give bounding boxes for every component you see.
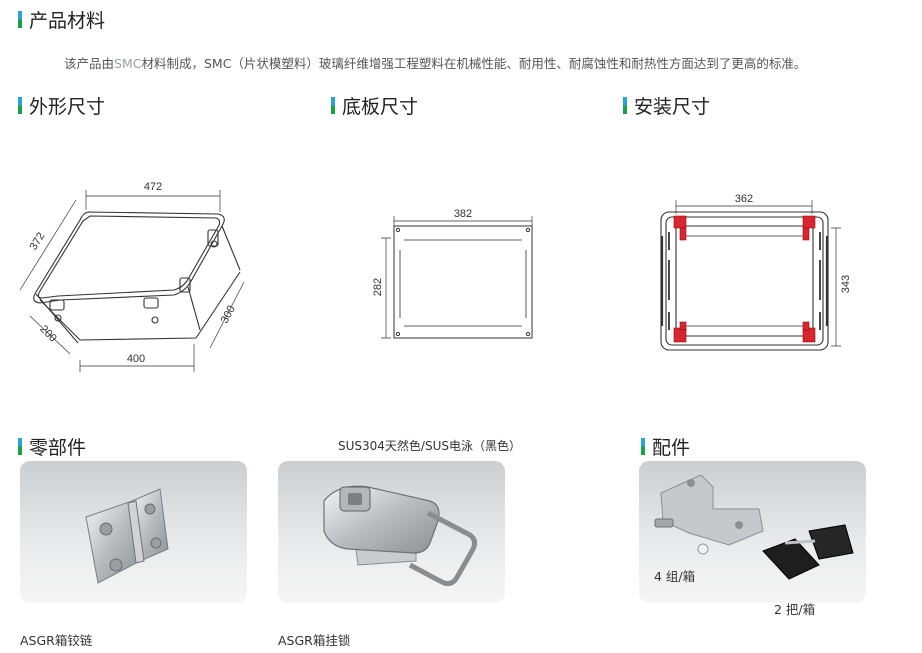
hinge-caption: ASGR箱铰链 [20, 633, 93, 648]
key-quantity: 2 把/箱 [774, 602, 816, 617]
mounting-width-label: 362 [735, 193, 753, 205]
heading-bar-icon [623, 97, 627, 114]
latch-card [278, 461, 505, 603]
latch-caption: ASGR箱挂锁 [278, 633, 351, 648]
heading-bar-icon [18, 97, 22, 114]
material-intro: 该产品由SMC材料制成，SMC（片状模塑料）玻璃纤维增强工程塑料在机械性能、耐用… [64, 56, 807, 71]
accessories-image [654, 474, 854, 580]
latch-image [323, 485, 478, 587]
mounting-height-label: 343 [840, 275, 852, 293]
heading-bar-icon [18, 438, 22, 455]
base-width-label: 382 [454, 208, 472, 220]
mount-quantity: 4 组/箱 [654, 569, 696, 584]
heading-bar-icon [331, 97, 335, 114]
outer-bottom-label: 400 [127, 353, 145, 365]
accessories-heading: 配件 [641, 433, 690, 460]
base-height-label: 282 [372, 278, 384, 296]
outer-width-label: 472 [144, 181, 162, 193]
parts-heading: 零部件 [18, 433, 86, 460]
outer-dimensions-heading: 外形尺寸 [18, 92, 105, 119]
mounting-dimensions-heading: 安装尺寸 [623, 92, 710, 119]
hinge-image [85, 488, 169, 584]
base-dimensions-heading: 底板尺寸 [331, 92, 418, 119]
finish-note: SUS304天然色/SUS电泳（黑色） [338, 439, 521, 453]
mount-bracket-icon [673, 215, 687, 229]
heading-bar-icon [641, 438, 645, 455]
hinge-card [20, 461, 247, 603]
heading-bar-icon [18, 11, 22, 28]
mount-bracket-icon [802, 215, 816, 229]
accessories-card [639, 461, 866, 603]
material-heading: 产品材料 [18, 6, 105, 33]
